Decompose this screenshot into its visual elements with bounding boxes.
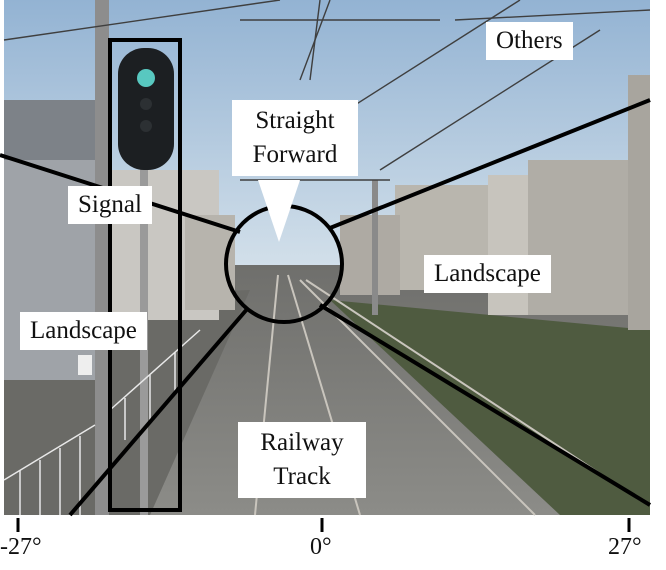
label-straight-forward-line1: Straight xyxy=(255,107,335,134)
building-right-5 xyxy=(340,215,400,295)
sector-line-lower-left xyxy=(68,306,250,517)
signal-lamp-3 xyxy=(140,120,152,132)
axis-label-right: 27° xyxy=(608,534,642,560)
label-railway-track-line1: Railway xyxy=(260,429,344,456)
house-sign xyxy=(78,355,92,375)
label-straight-forward: Straight Forward xyxy=(232,100,358,176)
building-left-1-roof xyxy=(4,100,99,160)
label-railway-track-line2: Track xyxy=(273,463,331,490)
sector-line-lower-right xyxy=(318,303,652,507)
pole-left xyxy=(95,0,109,515)
label-others: Others xyxy=(486,22,573,60)
building-right-4 xyxy=(628,75,650,330)
pole-right xyxy=(372,180,378,315)
axis-label-center: 0° xyxy=(310,534,332,560)
straight-forward-pointer xyxy=(258,180,300,242)
signal-lamp-green xyxy=(137,69,155,87)
label-straight-forward-line2: Forward xyxy=(252,141,338,168)
angle-axis xyxy=(16,518,631,532)
label-landscape-left: Landscape xyxy=(20,312,147,350)
label-landscape-right: Landscape xyxy=(424,255,551,293)
sector-line-upper-right xyxy=(329,98,651,230)
label-signal: Signal xyxy=(68,186,152,224)
signal-lamp-2 xyxy=(140,98,152,110)
label-railway-track: Railway Track xyxy=(238,422,366,498)
axis-label-left: -27° xyxy=(0,534,42,560)
signal-bounding-box xyxy=(108,38,182,512)
